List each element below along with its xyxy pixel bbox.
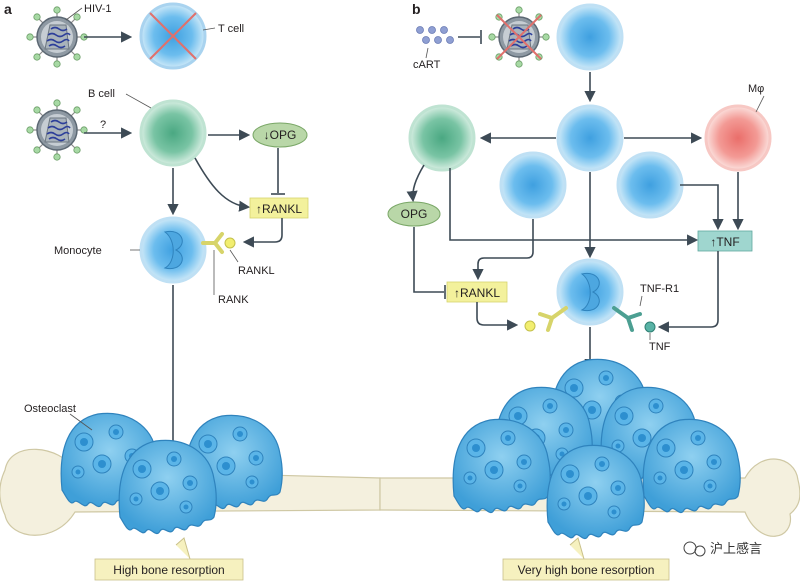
t-cell-label: T cell <box>218 23 244 35</box>
monocyte-b <box>556 258 624 326</box>
rank-receptor-icon <box>201 232 236 254</box>
opg-ellipse-b: OPG <box>387 201 441 227</box>
t-cell-left-b <box>499 151 567 219</box>
svg-text:↑RANKL: ↑RANKL <box>256 202 302 216</box>
monocyte-a <box>139 216 207 284</box>
rankl-ligand-label: RANKL <box>238 265 275 277</box>
osteoclasts-a <box>60 412 283 535</box>
t-cell-center <box>556 104 624 172</box>
tnf-r1-receptor-icon <box>612 306 656 333</box>
cart-label: cART <box>413 59 441 71</box>
tnf-r1-label: TNF-R1 <box>640 283 679 295</box>
panel-b-letter: b <box>412 1 421 17</box>
t-cell-dead <box>139 2 207 70</box>
hiv-virus-icon-2 <box>25 99 88 161</box>
watermark-text: 沪上感言 <box>710 541 762 556</box>
hiv-virus-icon <box>25 5 88 68</box>
t-cell-top <box>556 3 624 71</box>
hiv-inhibited-icon <box>487 5 551 68</box>
svg-text:OPG: OPG <box>401 207 428 221</box>
tnf-box: ↑TNF <box>697 230 753 252</box>
b-cell-label: B cell <box>88 88 115 100</box>
macrophage-label: Mφ <box>748 83 764 95</box>
b-cell-b <box>408 104 476 172</box>
macrophage-cell <box>704 104 772 172</box>
svg-text:Very high bone resorption: Very high bone resorption <box>518 563 655 577</box>
hiv-label: HIV-1 <box>84 3 112 15</box>
svg-text:↑RANKL: ↑RANKL <box>454 286 500 300</box>
t-cell-right-b <box>616 151 684 219</box>
unknown-question: ? <box>100 119 106 131</box>
watermark-logo: 沪上感言 <box>683 541 762 557</box>
cart-drug-icon <box>416 26 454 44</box>
svg-text:High bone resorption: High bone resorption <box>113 563 224 577</box>
result-box-a: High bone resorption <box>94 537 244 581</box>
svg-text:↑TNF: ↑TNF <box>710 235 739 249</box>
panel-a-letter: a <box>4 1 12 17</box>
osteoclast-label: Osteoclast <box>24 403 76 415</box>
rankl-box-b: ↑RANKL <box>446 281 508 303</box>
opg-ellipse: ↓OPG <box>252 122 308 148</box>
rank-label: RANK <box>218 294 249 306</box>
monocyte-label: Monocyte <box>54 245 102 257</box>
rank-receptor-b-icon <box>524 306 568 332</box>
rankl-box-a: ↑RANKL <box>249 197 309 219</box>
result-box-b: Very high bone resorption <box>502 537 670 581</box>
tnf-label: TNF <box>649 341 671 353</box>
svg-text:↓OPG: ↓OPG <box>264 128 297 142</box>
b-cell <box>139 99 207 167</box>
